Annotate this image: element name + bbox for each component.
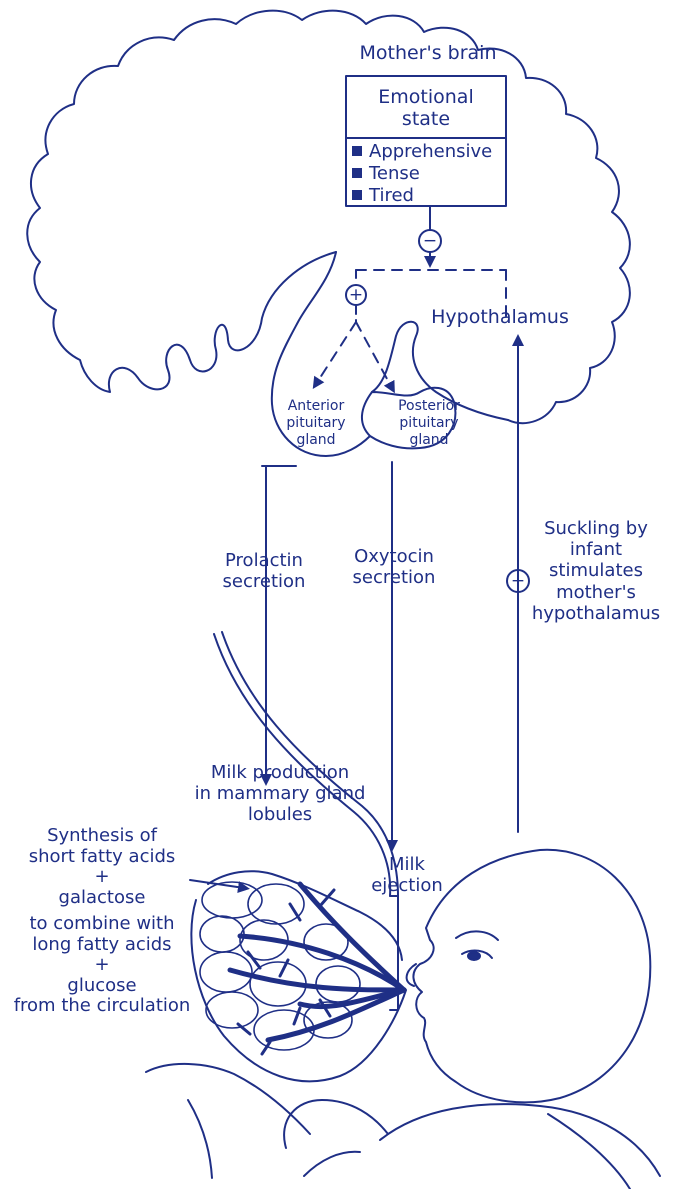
breast-outline [213,633,392,897]
bullet-square-icon [352,146,362,156]
bullet-square-icon [352,168,362,178]
pituitary-outline [270,251,457,457]
baby-head [412,848,652,1104]
hypothalamus-fold [371,320,509,421]
emotional-item: Tense [352,163,492,185]
emotional-item: Tired [352,185,492,207]
plus-circle-suckling [506,569,530,593]
emotional-state-list: Apprehensive Tense Tired [352,141,492,207]
mothers-brain-label: Mother's brain [359,42,497,64]
milk-ducts [227,881,407,1043]
hypothalamus-label: Hypothalamus [431,306,569,328]
emotional-item: Apprehensive [352,141,492,163]
brain-outline [26,9,631,425]
stimulation-sign-pituitary: + [348,285,364,305]
stimulation-sign-suckling: + [510,571,526,591]
inhibition-sign: − [422,231,438,251]
emotional-state-title: Emotional state [378,86,474,131]
bullet-square-icon [352,190,362,200]
synthesis-label: Synthesis of short fatty acids + galacto… [13,825,191,1017]
emotional-state-box [345,75,507,207]
lobules [199,881,361,1051]
